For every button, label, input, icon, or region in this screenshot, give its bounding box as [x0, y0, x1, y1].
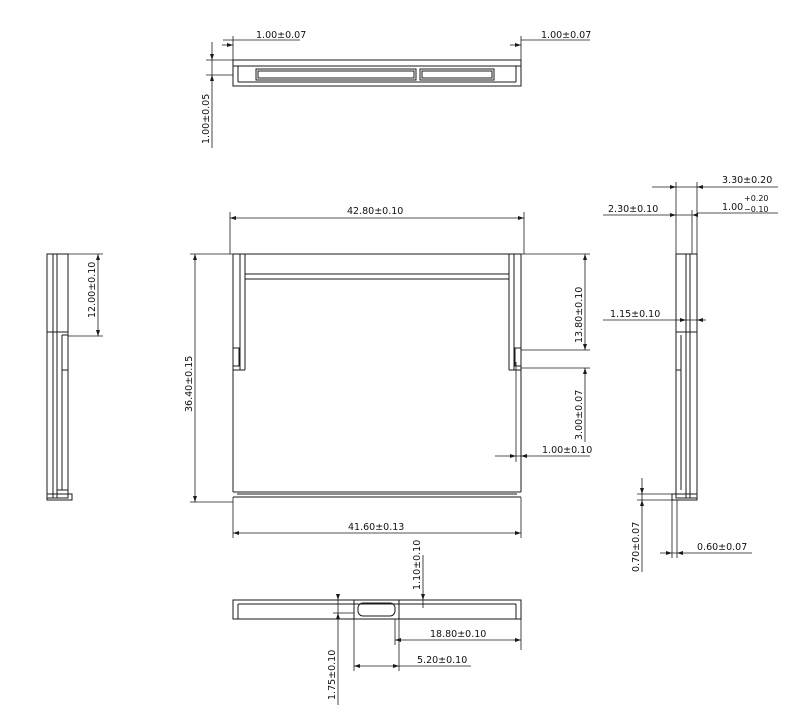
dim-bottom-1-75: 1.75±0.10 — [327, 650, 338, 700]
dim-side-top-a: 3.30±0.20 — [722, 175, 772, 186]
bottom-key-slot — [353, 599, 400, 620]
dim-side-top-b-plus: +0.20 — [744, 194, 769, 203]
bottom-view: 1.10±0.10 18.80±0.10 5.20±0.10 1.75±0.10 — [232, 540, 522, 705]
dim-top-right-edge: 1.00±0.07 — [541, 30, 591, 41]
top-view-outline — [232, 59, 522, 87]
dim-left-side-len: 12.00±0.10 — [87, 262, 98, 318]
dim-side-top-b-minus: −0.10 — [744, 205, 769, 214]
dim-top-height: 1.00±0.05 — [201, 94, 212, 144]
dim-width-outer: 42.80±0.10 — [347, 206, 403, 217]
top-view: 1.00±0.07 1.00±0.07 1.00±0.05 — [201, 30, 591, 148]
dim-bottom-width: 41.60±0.13 — [348, 522, 404, 533]
dim-side-bottom-0-70: 0.70±0.07 — [631, 522, 642, 572]
dim-bottom-1-10: 1.10±0.10 — [412, 540, 423, 590]
dim-bottom-18-80: 18.80±0.10 — [430, 629, 486, 640]
left-side-view: 12.00±0.10 — [46, 253, 103, 501]
connector-slot-left — [255, 68, 417, 81]
dim-side-top-b-base: 1.00 — [722, 202, 743, 213]
connector-slot-right — [419, 68, 495, 81]
dim-side-2-30: 2.30±0.10 — [608, 204, 658, 215]
dim-right-notch: 3.00±0.07 — [574, 390, 585, 440]
dim-bottom-5-20: 5.20±0.10 — [417, 655, 467, 666]
dim-height-outer: 36.40±0.15 — [184, 356, 195, 412]
dim-side-bottom-0-60: 0.60±0.07 — [697, 542, 747, 553]
right-side-view: 3.30±0.20 2.30±0.10 1.00 +0.20 −0.10 1.1… — [603, 175, 778, 572]
dim-top-left-edge: 1.00±0.07 — [256, 30, 306, 41]
front-view: 42.80±0.10 36.40±0.15 13.80±0.10 3.00±0.… — [184, 206, 592, 538]
dim-right-step: 1.00±0.10 — [542, 445, 592, 456]
dim-side-1-15: 1.15±0.10 — [610, 309, 660, 320]
dim-right-slot-len: 13.80±0.10 — [574, 287, 585, 343]
